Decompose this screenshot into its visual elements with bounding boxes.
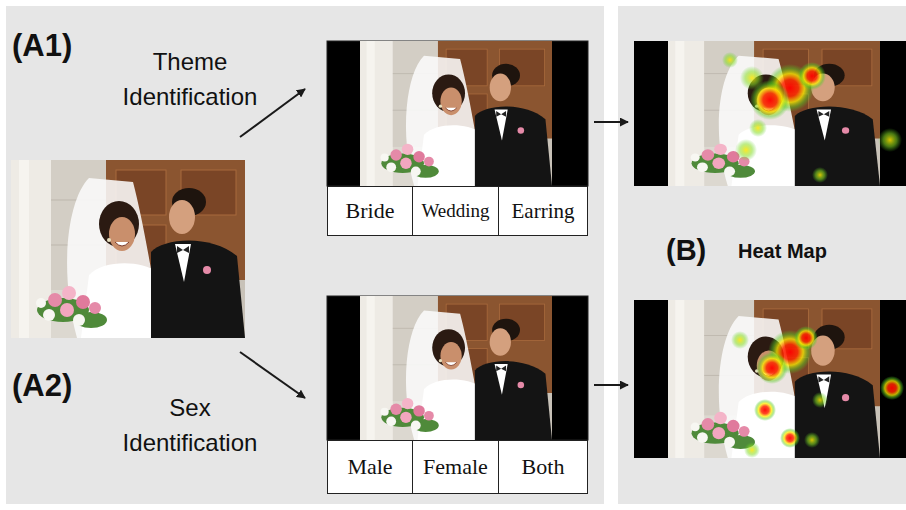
panel-tag: (B): [666, 233, 706, 267]
panel-tag: (A1): [12, 28, 72, 64]
answer-option-cell: Female: [412, 440, 499, 494]
illustration-part: [878, 128, 902, 152]
option-text: Wedding: [421, 200, 489, 222]
illustration-part: [754, 399, 776, 421]
heat-map-top: [634, 41, 906, 186]
source-photo: [11, 160, 245, 338]
illustration-part: [634, 41, 906, 186]
illustration-part: [634, 300, 906, 458]
panel-tag: (A2): [12, 368, 72, 404]
answer-option-cell: Male: [327, 440, 413, 494]
illustration-part: [240, 352, 305, 398]
theme-stimulus: [327, 41, 588, 186]
illustration-part: [360, 296, 552, 440]
illustration-part: [327, 296, 588, 440]
illustration-part: [794, 326, 818, 350]
illustration-part: [744, 442, 760, 458]
task-title: Theme Identification: [100, 44, 280, 114]
illustration-part: [812, 392, 828, 408]
illustration-part: [798, 62, 826, 90]
illustration-part: [594, 121, 628, 123]
illustration-part: [327, 41, 588, 186]
illustration-part: [780, 428, 800, 448]
illustration-part: [880, 376, 904, 400]
option-text: Both: [522, 454, 565, 480]
sex-stimulus: [327, 296, 588, 440]
heat-map-bottom: [634, 300, 906, 458]
illustration-part: [360, 41, 552, 186]
option-text: Earring: [512, 199, 575, 224]
illustration-part: [749, 119, 767, 137]
panel-title: Heat Map: [738, 239, 827, 263]
left-panel: [6, 6, 604, 504]
illustration-part: [668, 300, 880, 458]
answer-option-cell: Wedding: [412, 186, 499, 236]
answer-option-cell: Bride: [327, 186, 413, 236]
answer-option-cell: Earring: [498, 186, 588, 236]
option-text: Female: [423, 454, 488, 480]
flow-arrows: [240, 89, 628, 398]
illustration-part: [740, 66, 764, 90]
illustration-part: [722, 52, 738, 68]
illustration-part: [594, 384, 628, 386]
illustration-part: [804, 432, 820, 448]
illustration-part: [735, 139, 757, 161]
answer-option-cell: Both: [498, 440, 588, 494]
illustration-part: [731, 331, 749, 349]
illustration-part: [812, 167, 828, 183]
illustration-part: [756, 352, 788, 384]
right-panel: [618, 6, 906, 504]
illustration-part: [668, 41, 880, 186]
option-text: Bride: [346, 198, 395, 224]
task-title: Sex Identification: [100, 390, 280, 460]
option-text: Male: [347, 454, 392, 480]
